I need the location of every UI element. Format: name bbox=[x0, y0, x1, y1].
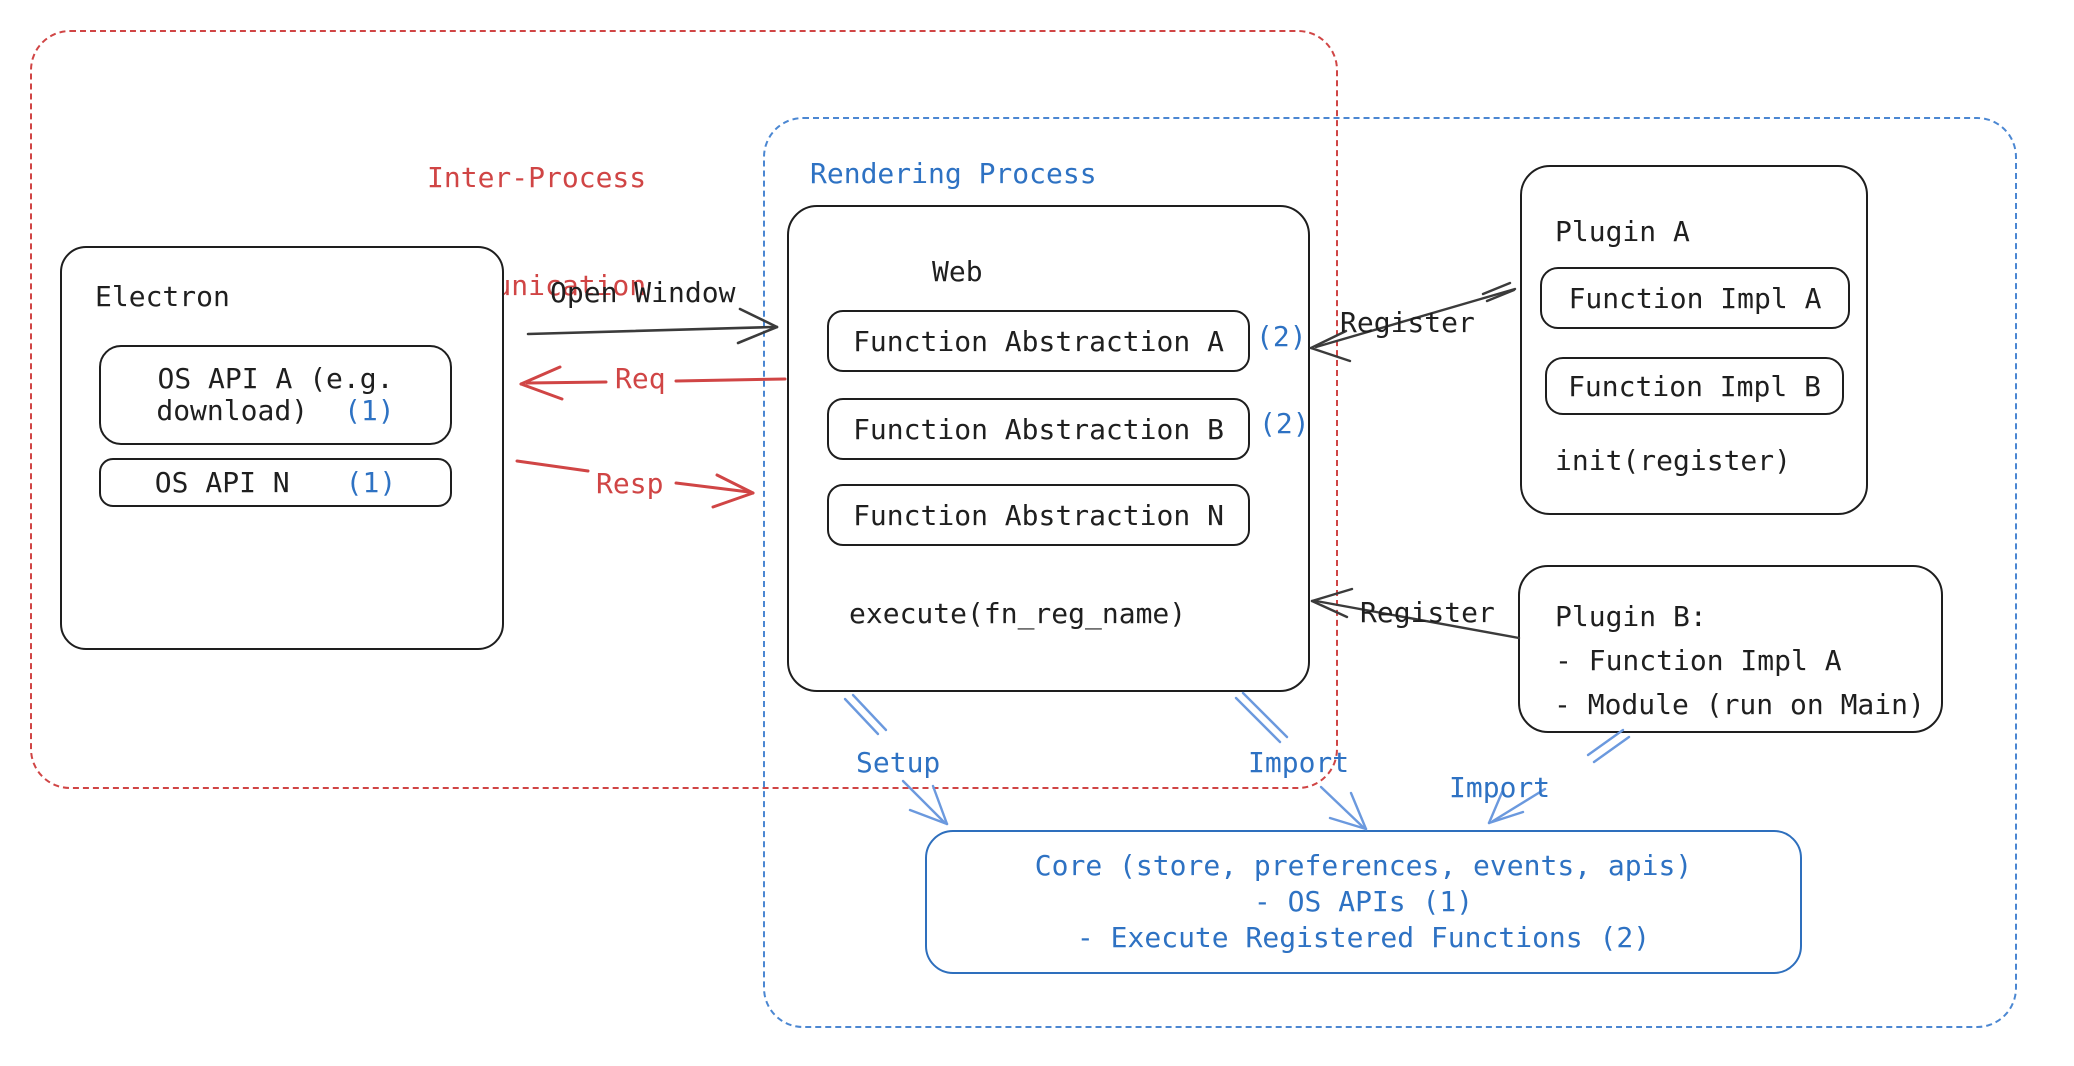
function-abstraction-n-label: Function Abstraction N bbox=[853, 498, 1224, 532]
open-window-label: Open Window bbox=[550, 276, 736, 309]
web-title: Web bbox=[932, 255, 983, 288]
fa-a-badge: (2) bbox=[1256, 320, 1307, 353]
execute-label: execute(fn_reg_name) bbox=[849, 597, 1187, 630]
function-impl-a-label: Function Impl A bbox=[1568, 281, 1822, 315]
function-abstraction-a-label: Function Abstraction A bbox=[853, 324, 1224, 358]
core-line2: - OS APIs (1) bbox=[1253, 885, 1474, 918]
register-top-label: Register bbox=[1340, 306, 1475, 339]
function-impl-b-label: Function Impl B bbox=[1568, 369, 1821, 403]
rendering-process-dashed-container bbox=[763, 117, 2017, 1028]
resp-label: Resp bbox=[596, 467, 664, 500]
electron-title: Electron bbox=[95, 280, 230, 313]
plugin-b-item1: - Function Impl A bbox=[1555, 644, 1842, 677]
core-box: Core (store, preferences, events, apis) … bbox=[925, 830, 1802, 974]
web-box: Web Function Abstraction A Function Abst… bbox=[787, 205, 1310, 692]
ipc-label-line1: Inter-Process bbox=[427, 161, 647, 194]
os-api-a-badge: (1) bbox=[344, 394, 395, 427]
os-api-n-badge: (1) bbox=[345, 466, 397, 499]
function-impl-a-box: Function Impl A bbox=[1540, 267, 1850, 329]
ipc-dashed-container bbox=[30, 30, 1338, 789]
core-line3: - Execute Registered Functions (2) bbox=[1076, 921, 1651, 954]
import-web-label: Import bbox=[1248, 746, 1350, 779]
plugin-b-item2: - Module (run on Main) bbox=[1554, 688, 1925, 721]
os-api-a-box: OS API A (e.g. download) (1) bbox=[99, 345, 452, 445]
plugin-a-box: Plugin A Function Impl A Function Impl B… bbox=[1520, 165, 1868, 515]
plugin-b-box: Plugin B: - Function Impl A - Module (ru… bbox=[1518, 565, 1943, 733]
function-impl-b-box: Function Impl B bbox=[1545, 357, 1844, 415]
function-abstraction-n-box: Function Abstraction N bbox=[827, 484, 1250, 546]
fa-b-badge: (2) bbox=[1259, 407, 1310, 440]
rendering-process-label: Rendering Process bbox=[810, 157, 1097, 190]
electron-box: Electron OS API A (e.g. download) (1) OS… bbox=[60, 246, 504, 650]
import-plugin-label: Import bbox=[1449, 771, 1551, 804]
setup-label: Setup bbox=[856, 746, 941, 779]
register-bottom-label: Register bbox=[1360, 596, 1495, 629]
function-abstraction-b-label: Function Abstraction B bbox=[853, 412, 1224, 446]
core-line1: Core (store, preferences, events, apis) bbox=[1034, 849, 1693, 882]
os-api-a-line1: OS API A (e.g. bbox=[157, 362, 394, 395]
function-abstraction-a-box: Function Abstraction A bbox=[827, 310, 1250, 372]
function-abstraction-b-box: Function Abstraction B bbox=[827, 398, 1250, 460]
req-label: Req bbox=[615, 362, 666, 395]
init-register-label: init(register) bbox=[1555, 444, 1792, 477]
os-api-n-box: OS API N (1) bbox=[99, 458, 452, 507]
plugin-b-title: Plugin B: bbox=[1555, 600, 1707, 633]
os-api-n-label: OS API N bbox=[154, 466, 290, 499]
plugin-a-title: Plugin A bbox=[1555, 215, 1690, 248]
os-api-a-line2: download) bbox=[156, 394, 309, 427]
